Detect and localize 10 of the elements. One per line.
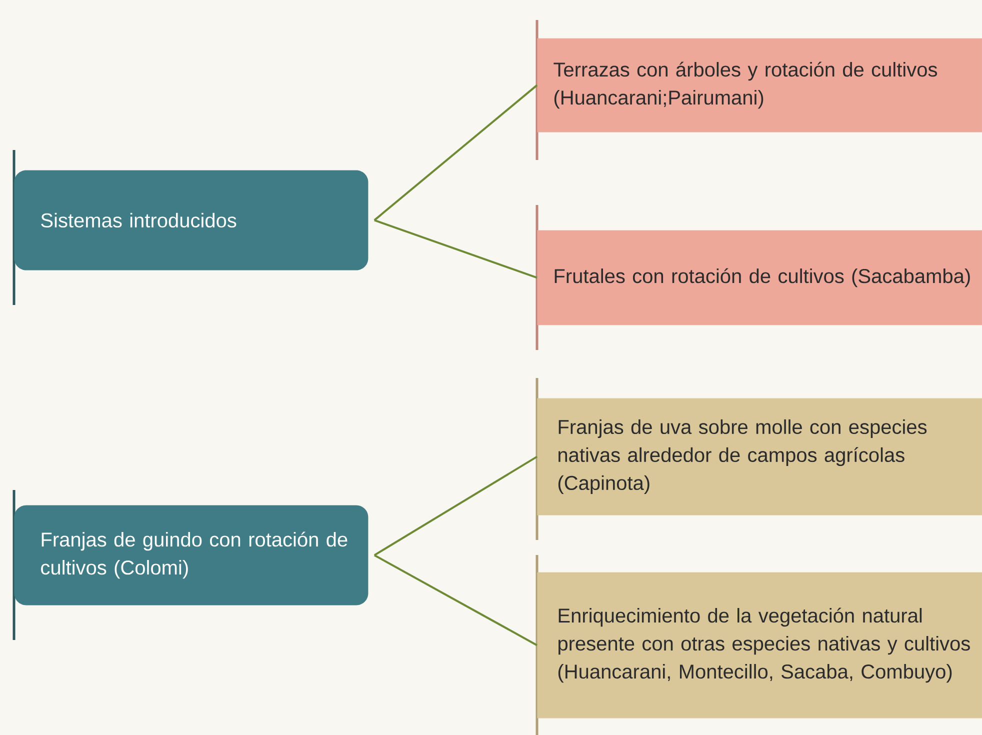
process-box: Franjas de guindo con rotación de cultivos (Colomi) (12, 490, 368, 640)
connector-line (374, 84, 538, 221)
process-box: Enriquecimiento de la vegetación natural presente con otras especies nativas y cultivos (Huancarani, Montecillo, Sacaba, Combuyo) (536, 555, 982, 735)
process-box: Frutales con rotación de cultivos (Sacabamba) (536, 205, 982, 350)
process-box: Franjas de uva sobre molle con especies nativas alrededor de campos agrícolas (Capinota) (536, 378, 982, 540)
process-box: Sistemas introducidos (12, 150, 368, 305)
connector-line (374, 554, 538, 646)
connector-line (374, 456, 538, 556)
connector-line (374, 219, 538, 279)
process-box: Terrazas con árboles y rotación de cultivos (Huancarani;Pairumani) (536, 20, 982, 160)
